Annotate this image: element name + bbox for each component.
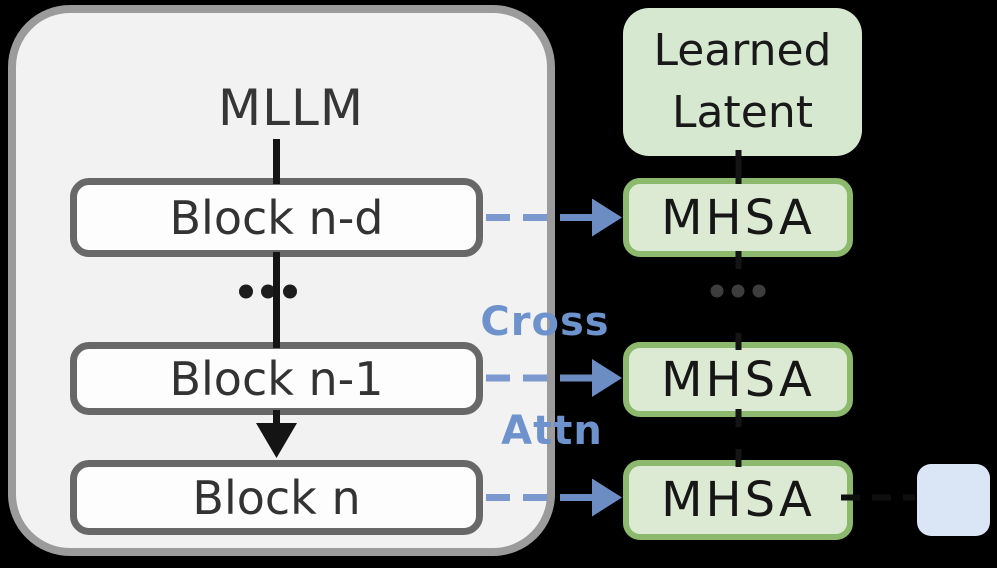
mllm-title: MLLM	[218, 79, 364, 137]
mhsa-box-2: MHSA	[623, 342, 853, 417]
cross-attn-arrow-icon	[560, 198, 622, 517]
legend-swatch	[917, 464, 990, 536]
learned-latent-line2: Latent	[672, 87, 813, 138]
learned-latent-box: Learned Latent	[623, 8, 862, 156]
ellipsis-icon	[710, 284, 766, 298]
mhsa-box-3: MHSA	[623, 460, 853, 540]
block-n-1: Block n-1	[70, 342, 483, 415]
block-n: Block n	[70, 460, 483, 535]
cross-attn-label-line1: Cross	[480, 299, 610, 345]
block-n-d: Block n-d	[70, 178, 483, 257]
cross-attn-label-line2: Attn	[501, 408, 603, 454]
mhsa-box-1: MHSA	[623, 178, 853, 257]
learned-latent-line1: Learned	[653, 24, 832, 76]
